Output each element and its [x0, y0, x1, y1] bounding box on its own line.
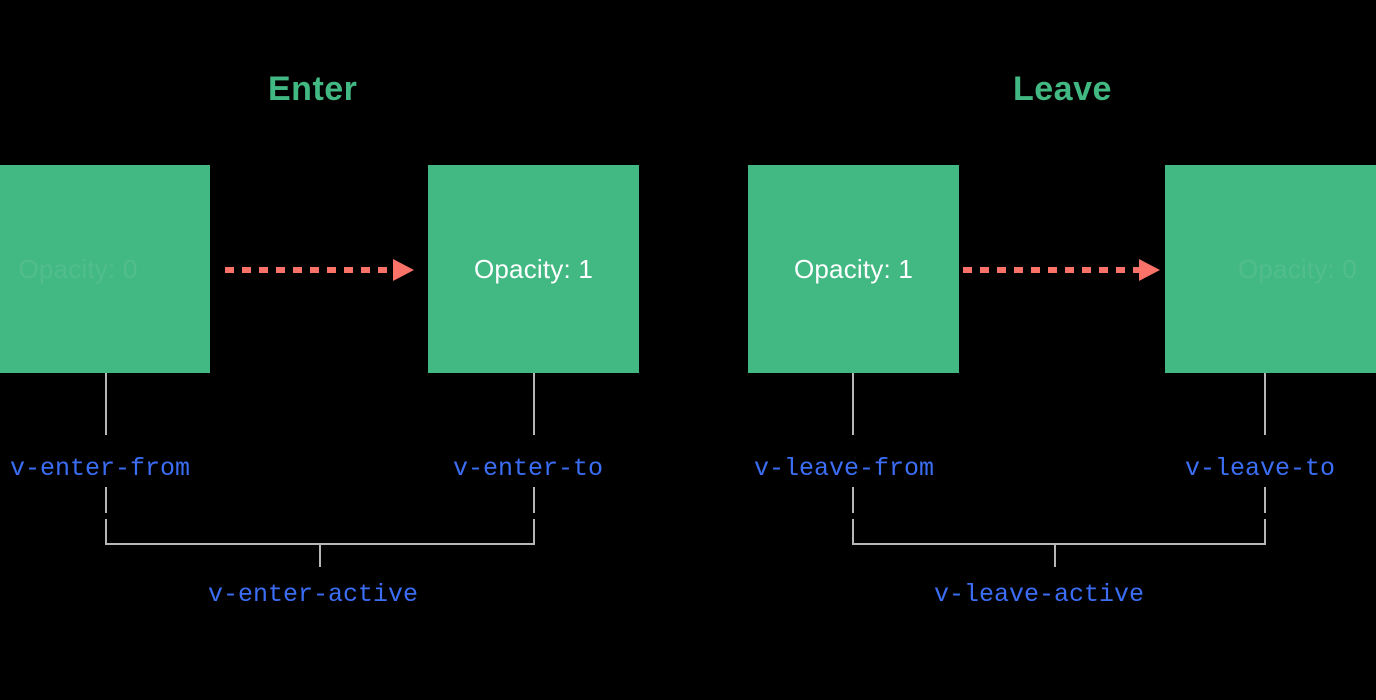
- leave-from-lower-stem: [852, 487, 854, 513]
- leave-from-stem: [852, 373, 854, 435]
- class-label-v-leave-active: v-leave-active: [934, 580, 1145, 609]
- leave-active-bracket-stem: [1054, 545, 1056, 567]
- leave-transition-arrow: [963, 259, 1163, 281]
- leave-to-stem: [1264, 373, 1266, 435]
- leave-to-box-label: Opacity: 0: [1237, 253, 1358, 284]
- class-label-v-enter-active: v-enter-active: [208, 580, 419, 609]
- leave-section-heading: Leave: [1013, 70, 1112, 108]
- class-label-v-leave-from: v-leave-from: [754, 454, 935, 483]
- class-label-v-leave-to: v-leave-to: [1185, 454, 1336, 483]
- enter-active-bracket-stem: [319, 545, 321, 567]
- enter-from-lower-stem: [105, 487, 107, 513]
- enter-arrow-head-icon: [393, 259, 414, 281]
- leave-to-state-box: Opacity: 0: [1165, 165, 1376, 373]
- leave-from-state-box: Opacity: 1: [748, 165, 959, 373]
- leave-arrow-head-icon: [1139, 259, 1160, 281]
- class-label-v-enter-to: v-enter-to: [453, 454, 604, 483]
- leave-arrow-shaft: [963, 267, 1141, 273]
- enter-from-box-label: Opacity: 0: [18, 253, 138, 284]
- enter-to-state-box: Opacity: 1: [428, 165, 639, 373]
- enter-arrow-shaft: [225, 267, 395, 273]
- enter-transition-arrow: [225, 259, 415, 281]
- enter-to-box-label: Opacity: 1: [473, 253, 594, 284]
- leave-to-lower-stem: [1264, 487, 1266, 513]
- leave-active-bracket: [852, 519, 1266, 545]
- enter-active-bracket: [105, 519, 535, 545]
- class-label-v-enter-from: v-enter-from: [10, 454, 191, 483]
- leave-from-box-label: Opacity: 1: [793, 253, 914, 284]
- enter-from-stem: [105, 373, 107, 435]
- enter-from-state-box: Opacity: 0: [0, 165, 210, 373]
- enter-to-stem: [533, 373, 535, 435]
- enter-section-heading: Enter: [268, 70, 358, 108]
- enter-to-lower-stem: [533, 487, 535, 513]
